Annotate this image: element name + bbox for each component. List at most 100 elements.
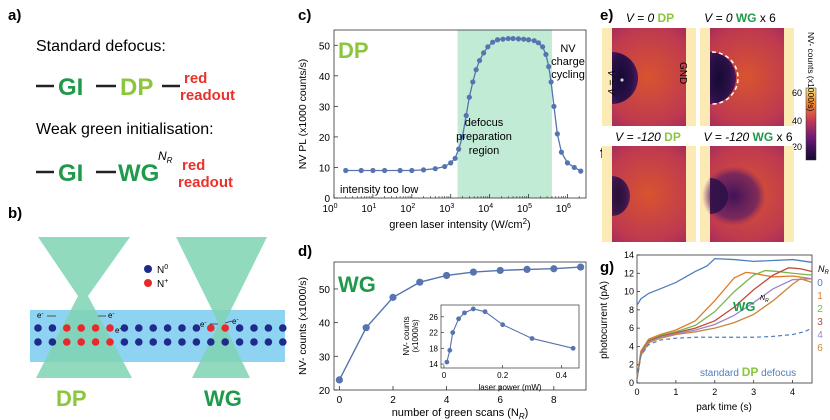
chart-g-xtick-label: 4 — [790, 387, 795, 397]
n0-atom — [120, 324, 129, 332]
electron-label: e- — [115, 326, 121, 335]
chart-c-point — [540, 44, 546, 50]
colorbar-tick: 20 — [792, 142, 802, 152]
inset-point — [462, 310, 467, 316]
annotation-cycling-line2: charge — [551, 56, 585, 68]
chart-c-point — [358, 167, 364, 174]
chart-c-xtick-label: 101 — [361, 203, 376, 215]
n0-atom — [235, 338, 244, 346]
n0-atom — [34, 324, 42, 332]
chart-g-overlay-label: WG — [733, 299, 755, 314]
inset-point — [447, 347, 453, 353]
red-readout-step-line1: red — [184, 70, 207, 87]
panel-g-label: g) — [600, 259, 614, 276]
chart-g-nr-arrow-label: NR — [760, 295, 769, 304]
n0-legend-dot — [144, 265, 152, 273]
chart-c-point — [558, 149, 565, 155]
chart-g-legend-entry: 2 — [817, 304, 823, 315]
panel-b-label: b) — [8, 205, 22, 222]
chart-c-point — [473, 67, 479, 73]
chart-g-legend-entry: 1 — [817, 291, 823, 302]
inset-ytick-label: 14 — [429, 360, 438, 369]
nplus-atom — [77, 324, 85, 332]
chart-g-series-line — [636, 269, 813, 379]
chart-c-point — [578, 168, 584, 174]
chart-c-ytick-label: 50 — [319, 41, 331, 52]
dp-step: DP — [120, 74, 153, 101]
chart-c-overlay-label: DP — [338, 38, 369, 63]
wg-beam-label: WG — [204, 386, 242, 411]
chart-c-point — [531, 38, 537, 44]
image-title-f-right: V = -120 WG x 6 — [703, 130, 792, 144]
chart-d-ytick-label: 20 — [319, 386, 331, 397]
chart-g-xtick-label: 2 — [712, 387, 717, 397]
dp-beam-upper — [38, 237, 130, 296]
electron-arrow — [224, 320, 233, 324]
n0-atom — [250, 324, 258, 332]
chart-c-point — [343, 167, 349, 174]
panel-a: a) Standard defocus: GI DP red readout W… — [8, 7, 235, 191]
standard-defocus-dashed-line — [636, 327, 813, 380]
n0-atom — [192, 338, 201, 346]
n0-atom — [192, 324, 201, 332]
n0-atom — [120, 338, 129, 346]
chart-c-point — [490, 39, 496, 45]
chart-d-point — [416, 278, 424, 286]
chart-d-xtick-label: 0 — [337, 395, 343, 406]
n0-atom — [48, 324, 57, 332]
gnd-label: GND — [677, 62, 688, 84]
electron-label: e- — [37, 311, 43, 320]
chart-d-xtick-label: 6 — [497, 395, 503, 406]
panel-f: f) V = -120 DP V = -120 WG x 6 — [600, 130, 794, 242]
gi-step: GI — [58, 160, 83, 187]
chart-c-point — [452, 155, 458, 161]
panel-d-label: d) — [298, 243, 312, 260]
n0-atom — [163, 338, 172, 346]
n0-atom — [250, 338, 258, 346]
chart-c-point — [546, 64, 552, 70]
panel-e: e) V = 0 DP V = 0 WG x 6 V = V GND 60 40… — [600, 7, 817, 161]
chart-g-series-line — [636, 257, 813, 306]
nplus-legend-label: N+ — [157, 278, 168, 290]
chart-g-legend-entry: 3 — [817, 317, 823, 328]
chart-c-point — [515, 36, 522, 42]
standard-defocus-label: standard DP defocus — [700, 365, 796, 379]
chart-d-point — [550, 265, 558, 273]
electron-label: e- — [232, 317, 238, 326]
annotation-cycling-line3: cycling — [551, 69, 585, 81]
n0-atom — [178, 324, 186, 332]
chart-c-point — [485, 44, 491, 50]
chart-d-frame — [333, 261, 587, 391]
chart-g-ytick-label: 12 — [624, 268, 634, 278]
chart-c-xtick-label: 103 — [439, 203, 454, 215]
inset-xtick-label: 0.4 — [556, 371, 568, 380]
chart-d-point — [389, 293, 397, 301]
inset-ytick-label: 22 — [429, 329, 438, 338]
chart-c-point — [521, 36, 527, 42]
nplus-atom — [63, 338, 71, 346]
chart-g-frame — [636, 254, 813, 384]
chart-d-point — [469, 268, 478, 276]
chart-c-point — [456, 146, 462, 152]
colorbar-tick: 60 — [792, 88, 802, 98]
chart-c-ytick-label: 20 — [319, 133, 331, 144]
chart-c-point — [510, 35, 516, 42]
chart-c-point — [432, 166, 438, 172]
inset-series-line — [446, 308, 574, 363]
wg-beam-upper — [176, 237, 267, 324]
chart-g-legend-entry: 0 — [817, 278, 823, 289]
chart-d-point — [335, 376, 343, 384]
chart-c-ytick-label: 0 — [324, 194, 330, 205]
inset-point — [444, 359, 450, 365]
gi-step: GI — [58, 74, 83, 101]
chart-c-point — [470, 79, 476, 85]
chart-g-ytick-label: 0 — [629, 378, 634, 388]
chart-c-point — [382, 167, 388, 174]
n0-atom — [207, 338, 215, 346]
chart-c-point — [442, 163, 448, 170]
chart-g-legend-entry: 6 — [817, 343, 823, 354]
nplus-atom — [207, 324, 215, 332]
chart-g-ytick-label: 4 — [629, 341, 634, 351]
chart-d-point — [442, 271, 451, 280]
chart-c-point — [554, 131, 560, 137]
